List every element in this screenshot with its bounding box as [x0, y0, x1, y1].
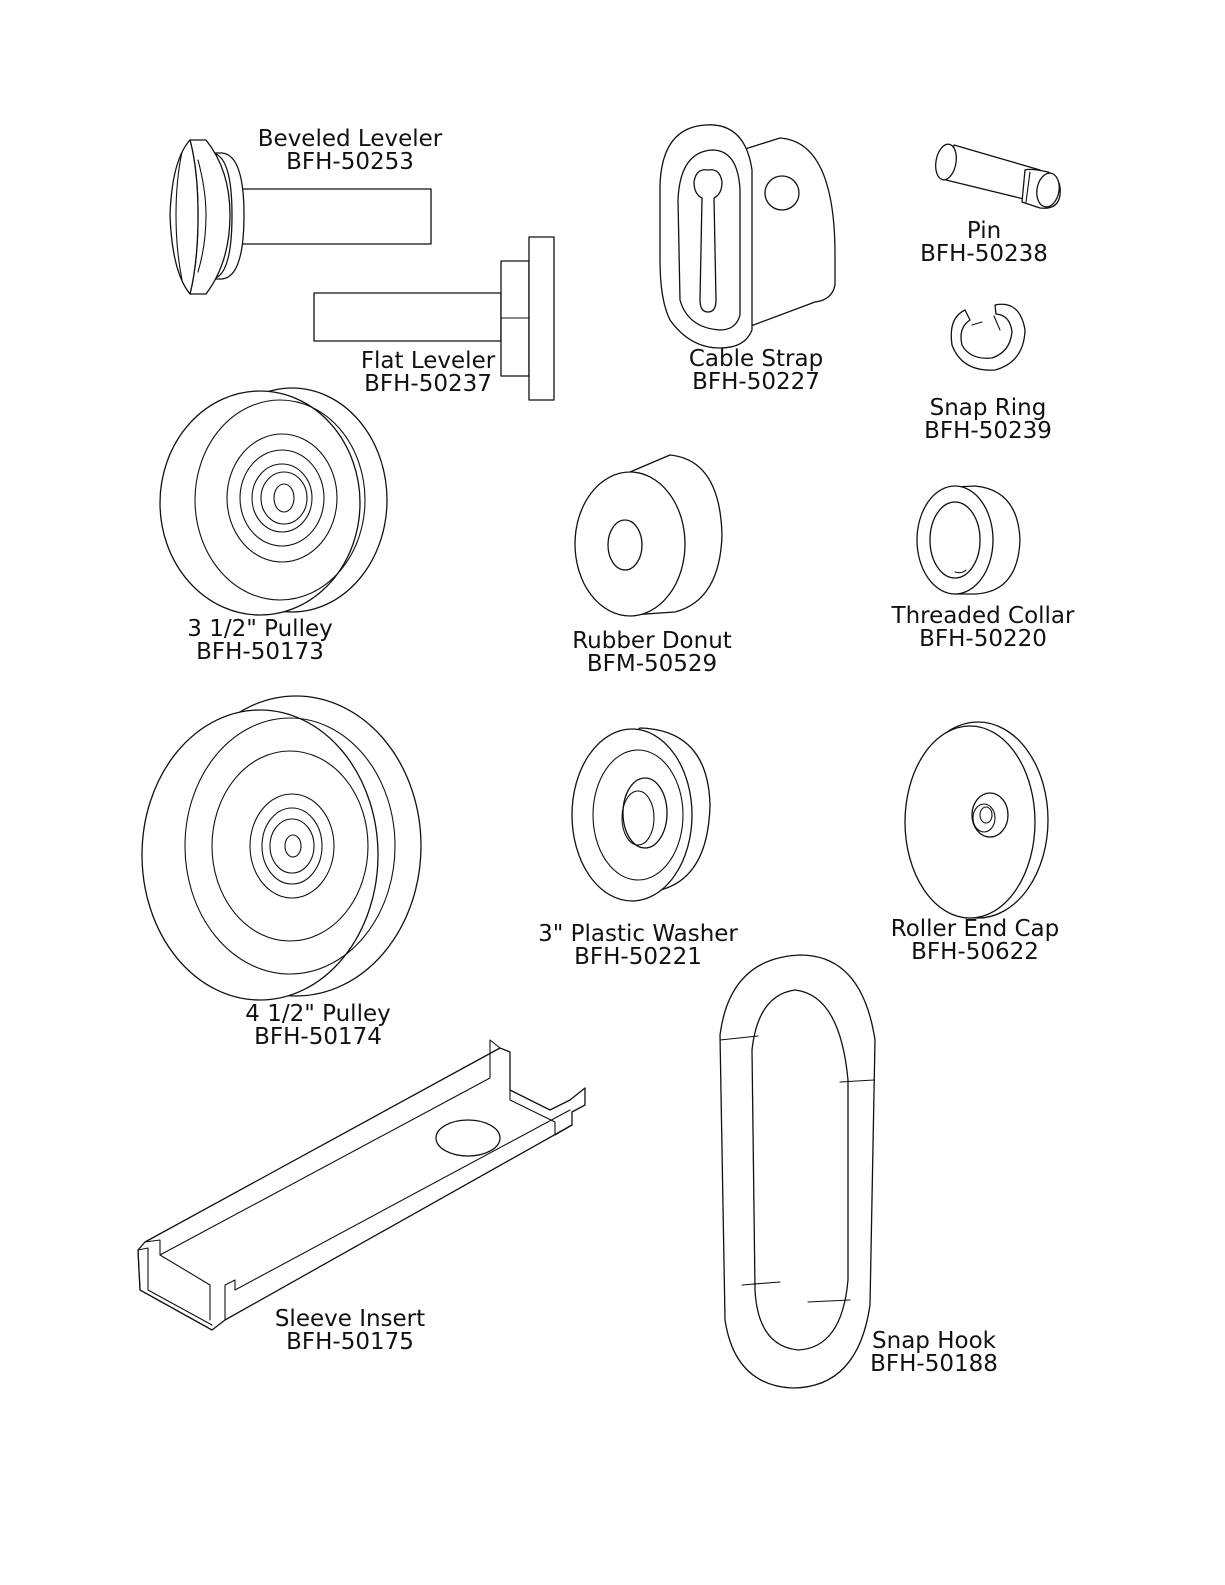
pulley-4-5-label: 4 1/2" Pulley BFH-50174 — [245, 1003, 390, 1049]
part-name: Cable Strap — [689, 348, 823, 371]
part-name: 3" Plastic Washer — [538, 923, 738, 946]
part-name: Flat Leveler — [361, 350, 495, 373]
cable-strap-label: Cable Strap BFH-50227 — [689, 348, 823, 394]
part-name: 3 1/2" Pulley — [187, 618, 332, 641]
snap-hook-label: Snap Hook BFH-50188 — [870, 1330, 998, 1376]
part-name: Sleeve Insert — [275, 1308, 425, 1331]
part-name: Pin — [920, 220, 1048, 243]
pulley-3-5-label: 3 1/2" Pulley BFH-50173 — [187, 618, 332, 664]
part-number: BFH-50175 — [275, 1331, 425, 1354]
part-name: Roller End Cap — [891, 918, 1060, 941]
part-number: BFH-50227 — [689, 371, 823, 394]
part-name: Threaded Collar — [892, 605, 1075, 628]
beveled-leveler-label: Beveled Leveler BFH-50253 — [258, 128, 442, 174]
rubber-donut-drawing — [575, 455, 722, 616]
part-name: 4 1/2" Pulley — [245, 1003, 390, 1026]
roller-end-cap-label: Roller End Cap BFH-50622 — [891, 918, 1060, 964]
rubber-donut-label: Rubber Donut BFM-50529 — [572, 630, 732, 676]
pin-label: Pin BFH-50238 — [920, 220, 1048, 266]
sleeve-insert-drawing — [138, 1040, 585, 1330]
cable-strap-drawing — [660, 125, 835, 348]
part-number: BFH-50239 — [924, 420, 1052, 443]
snap-ring-drawing — [951, 304, 1025, 370]
pulley-3-5-drawing — [160, 388, 387, 615]
part-number: BFH-50237 — [361, 373, 495, 396]
snap-hook-drawing — [720, 955, 875, 1388]
plastic-washer-label: 3" Plastic Washer BFH-50221 — [538, 923, 738, 969]
sleeve-insert-label: Sleeve Insert BFH-50175 — [275, 1308, 425, 1354]
part-number: BFH-50173 — [187, 641, 332, 664]
part-number: BFH-50221 — [538, 946, 738, 969]
snap-ring-label: Snap Ring BFH-50239 — [924, 397, 1052, 443]
pulley-4-5-drawing — [142, 696, 421, 1000]
part-name: Rubber Donut — [572, 630, 732, 653]
part-number: BFH-50253 — [258, 151, 442, 174]
part-number: BFH-50188 — [870, 1353, 998, 1376]
roller-end-cap-drawing — [905, 722, 1048, 918]
part-number: BFH-50238 — [920, 243, 1048, 266]
part-number: BFH-50220 — [892, 628, 1075, 651]
part-name: Snap Hook — [870, 1330, 998, 1353]
part-name: Snap Ring — [924, 397, 1052, 420]
threaded-collar-drawing — [917, 486, 1020, 594]
part-number: BFM-50529 — [572, 653, 732, 676]
plastic-washer-drawing — [572, 728, 710, 901]
part-number: BFH-50622 — [891, 941, 1060, 964]
part-number: BFH-50174 — [245, 1026, 390, 1049]
part-name: Beveled Leveler — [258, 128, 442, 151]
threaded-collar-label: Threaded Collar BFH-50220 — [892, 605, 1075, 651]
pin-drawing — [933, 143, 1062, 209]
flat-leveler-label: Flat Leveler BFH-50237 — [361, 350, 495, 396]
